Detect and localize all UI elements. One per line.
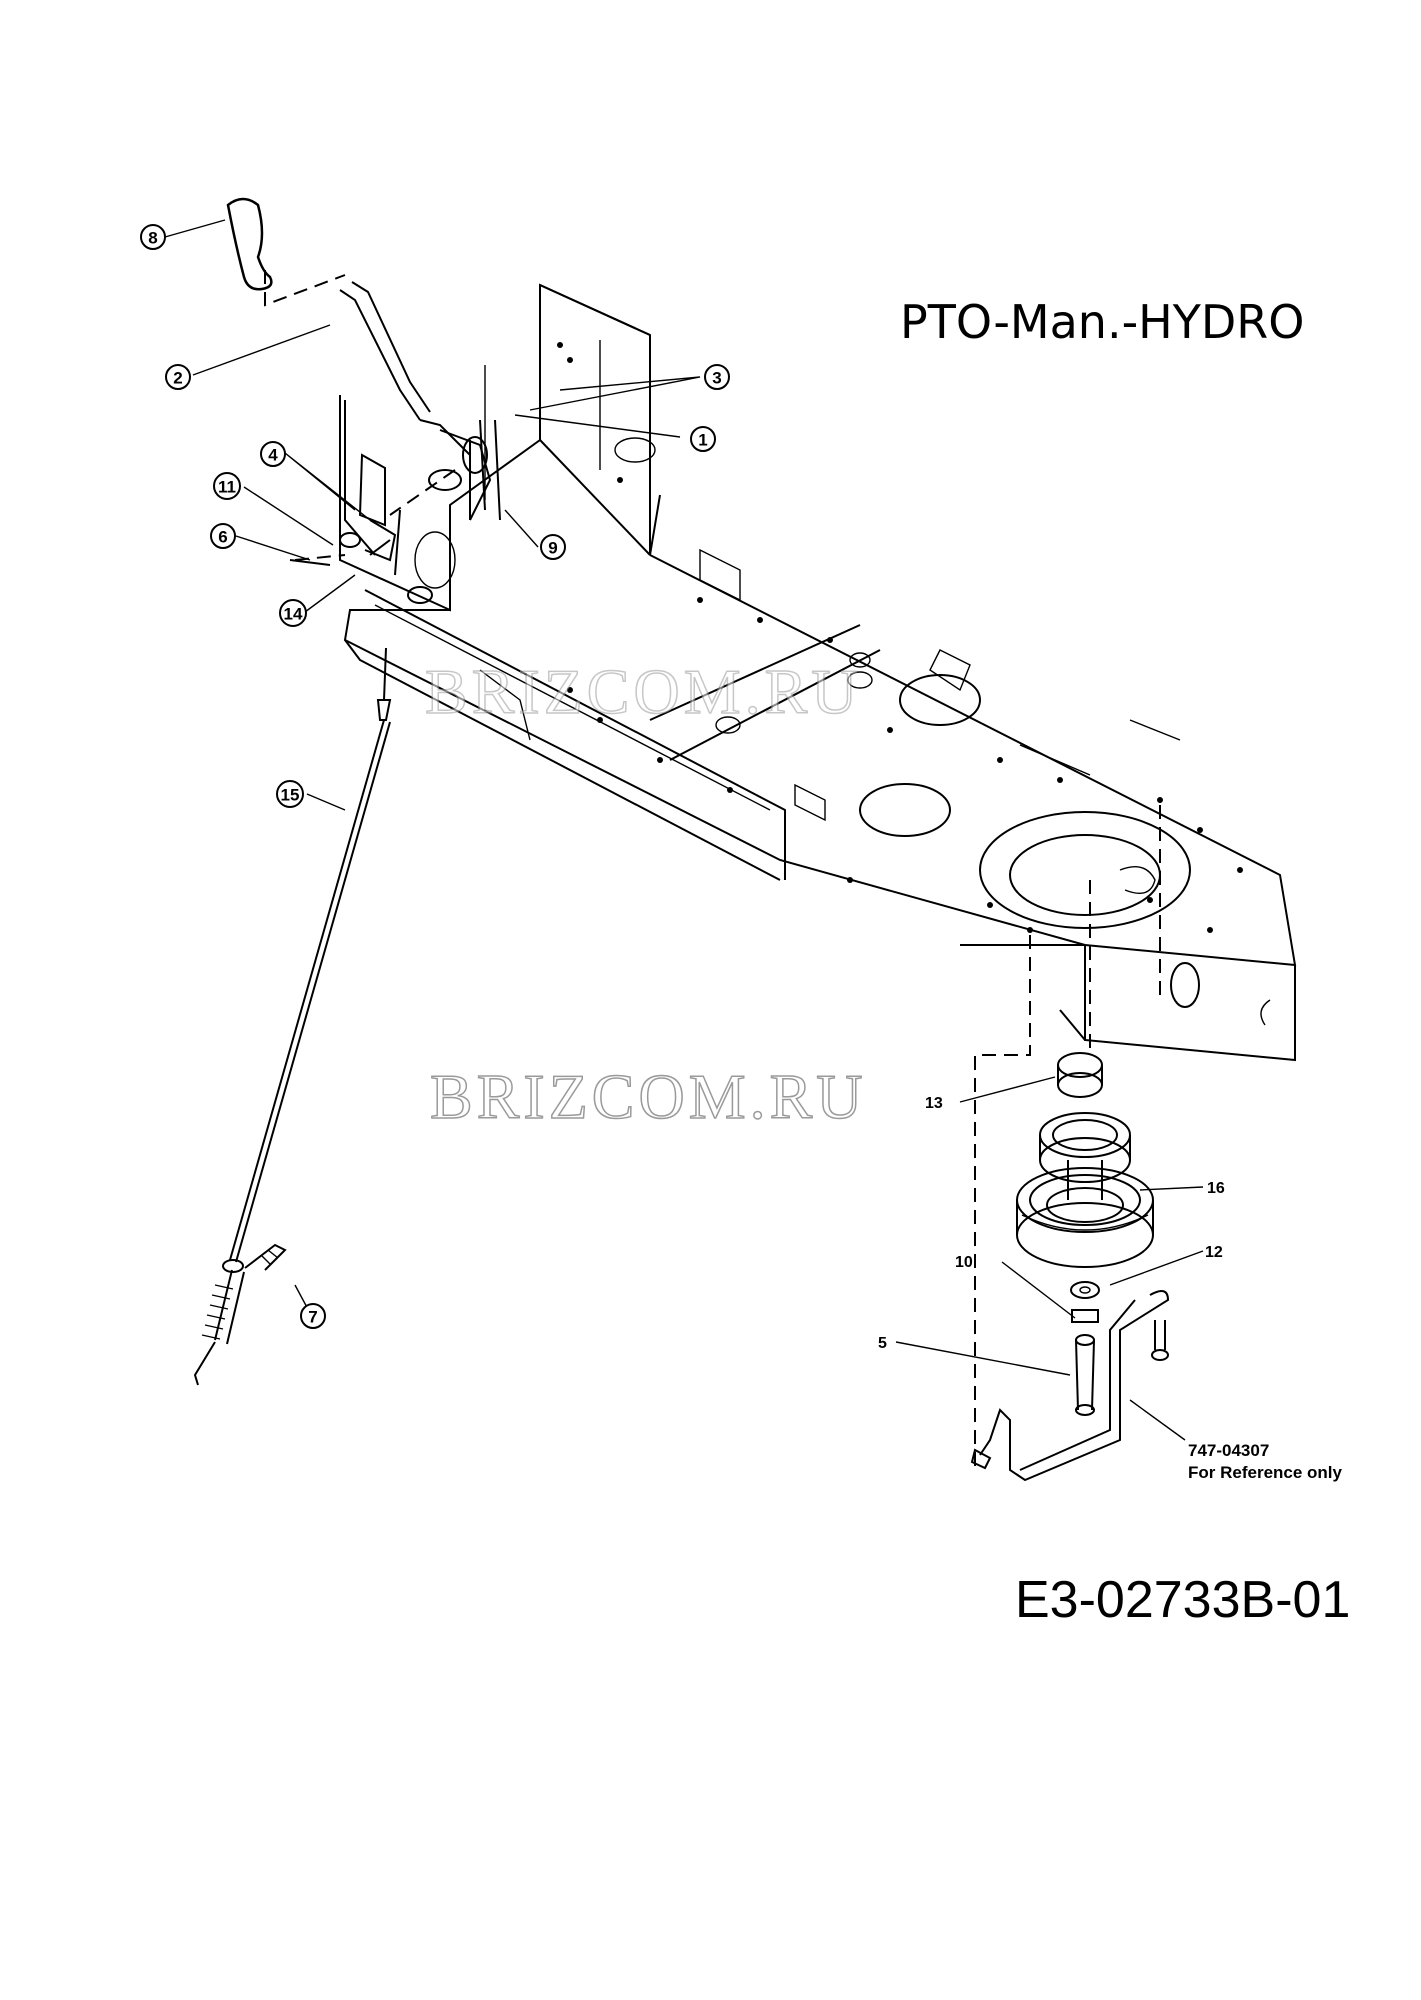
pulley-assembly: [970, 805, 1170, 1482]
spring-hook-icon: [244, 1243, 287, 1271]
label-10: 10: [955, 1254, 973, 1271]
callout-label: 2: [173, 369, 182, 388]
callout-4: 4: [260, 441, 286, 467]
callout-label: 3: [712, 369, 721, 388]
callout-label: 15: [281, 786, 300, 805]
reference-bracket: [979, 1290, 1170, 1482]
lever-bracket: [289, 400, 456, 604]
reference-part-number: 747-04307: [1188, 1441, 1270, 1460]
frame-drawing: [339, 283, 1297, 1062]
reference-note: 747-04307 For Reference only: [1188, 1440, 1342, 1484]
callout-15: 15: [276, 780, 304, 808]
cable-and-spring: [193, 647, 392, 1386]
callout-label: 4: [268, 446, 278, 465]
label-5: 5: [878, 1335, 887, 1352]
callout-label: 1: [698, 431, 707, 450]
callout-3: 3: [704, 364, 730, 390]
label-12: 12: [1205, 1244, 1223, 1261]
callout-6: 6: [210, 523, 236, 549]
callout-9: 9: [540, 534, 566, 560]
diagram-title: PTO-Man.-HYDRO: [900, 295, 1305, 349]
callout-1: 1: [690, 426, 716, 452]
reference-text: For Reference only: [1188, 1463, 1342, 1482]
callout-label: 11: [218, 478, 236, 497]
drawing-code: E3-02733B-01: [1015, 1571, 1351, 1629]
callout-label: 7: [308, 1308, 317, 1327]
callout-8-top: 8: [140, 224, 166, 250]
lift-lever: [226, 197, 501, 521]
callout-2: 2: [165, 364, 191, 390]
leader-lines: [164, 219, 1204, 1441]
callout-label: 6: [218, 528, 227, 547]
callout-label: 14: [284, 605, 303, 624]
callout-label: 9: [548, 539, 557, 558]
callout-7: 7: [300, 1303, 326, 1329]
watermark: BRIZCOM.RU: [429, 1060, 867, 1133]
callout-label: 8: [148, 229, 157, 248]
watermark: BRIZCOM.RU: [424, 655, 862, 728]
label-13: 13: [925, 1095, 943, 1112]
handle-grip-icon: [226, 197, 273, 291]
callout-11: 11: [213, 472, 241, 500]
label-16: 16: [1207, 1180, 1225, 1197]
callout-14: 14: [279, 599, 307, 627]
